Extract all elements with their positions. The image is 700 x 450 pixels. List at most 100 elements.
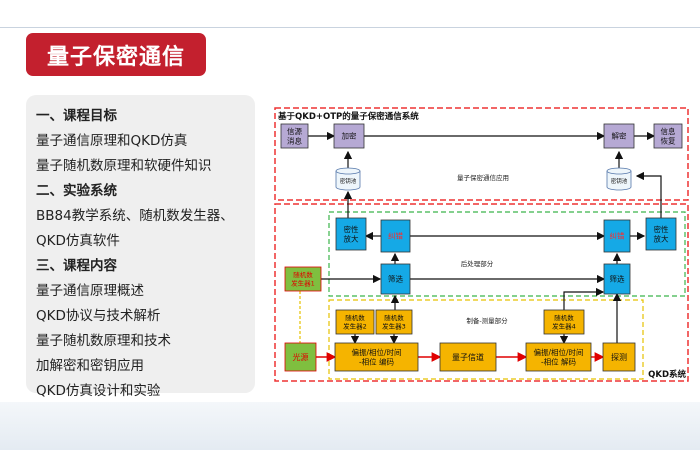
node-label: 探测 (611, 352, 627, 362)
outline-line-4: 二、实验系统 (36, 183, 117, 199)
outline-line-6: QKD仿真软件 (36, 233, 120, 249)
node-label: 随机数 (554, 313, 574, 322)
node-sift-left: 筛选 (380, 263, 411, 295)
node-label: 发生器2 (343, 322, 367, 331)
node-label: 消息 (287, 135, 302, 145)
node-label: 发生器1 (291, 279, 315, 288)
node-label: 量子信道 (452, 352, 484, 362)
node-shape (380, 219, 411, 253)
node-label: 光源 (293, 352, 309, 362)
node-label: 恢复 (661, 135, 676, 145)
node-label: 信息 (661, 126, 676, 136)
node-shape (603, 263, 631, 295)
node-label: 密性 (344, 224, 359, 234)
node-shape (333, 123, 365, 149)
node-shape-top (335, 167, 361, 175)
outline-line-2: 量子通信原理和QKD仿真 (36, 133, 188, 149)
prep-measure-frame (328, 299, 644, 380)
node-shape (645, 217, 677, 251)
node-label: 放大 (344, 233, 359, 243)
node-channel: 量子信道 (439, 342, 497, 372)
node-label: 加密 (342, 131, 357, 141)
node-label: 筛选 (610, 274, 625, 284)
outline-line-12: QKD仿真设计和实验 (36, 383, 161, 399)
node-label: 解密 (612, 131, 627, 141)
outline-line-8: 量子通信原理概述 (36, 283, 144, 299)
postprocess-frame (328, 211, 686, 297)
node-shape (375, 309, 413, 335)
node-label: 发生器3 (382, 322, 406, 331)
node-shape (602, 342, 636, 372)
node-label: 密性 (654, 224, 669, 234)
node-shape (525, 342, 592, 372)
otp-system-frame (274, 107, 689, 201)
outline-line-1: 一、课程目标 (36, 108, 117, 124)
node-shape (334, 342, 419, 372)
node-label: 纠错 (388, 231, 403, 241)
otp-app-label: 量子保密通信应用 (457, 173, 509, 182)
node-label: -相位 解码 (541, 356, 577, 366)
node-encrypt: 加密 (333, 123, 365, 149)
node-shape (380, 263, 411, 295)
node-shape (653, 123, 683, 149)
outline-line-10: 量子随机数原理和技术 (36, 333, 171, 349)
node-decode: 偏振/相位/时间-相位 解码 (525, 342, 592, 372)
footer-band (0, 402, 700, 450)
node-keypool-left: 密钥池 (335, 167, 361, 191)
node-label: 随机数 (293, 270, 313, 279)
node-light-source: 光源 (284, 342, 317, 372)
node-error-right: 纠错 (603, 219, 631, 253)
node-shape (603, 123, 635, 149)
qkd-system-label: QKD系统 (648, 369, 686, 380)
node-decrypt: 解密 (603, 123, 635, 149)
node-label: 密钥池 (340, 177, 357, 185)
node-label: 随机数 (384, 313, 404, 322)
node-label: 密钥池 (611, 177, 628, 185)
node-shape-top (606, 167, 632, 175)
node-label: 放大 (654, 233, 669, 243)
node-label: -相位 编码 (359, 356, 395, 366)
outline-line-3: 量子随机数原理和软硬件知识 (36, 158, 212, 174)
node-shape (335, 309, 375, 335)
node-detect: 探测 (602, 342, 636, 372)
node-label: 筛选 (388, 274, 403, 284)
node-shape (280, 123, 309, 149)
arrow-rng4-sift (563, 287, 605, 310)
node-shape (439, 342, 497, 372)
node-error-left: 纠错 (380, 219, 411, 253)
node-shape (284, 266, 322, 292)
node-label: 发生器4 (552, 322, 576, 331)
node-label: 偏振/相位/时间 (533, 347, 583, 357)
node-sift-right: 筛选 (603, 263, 631, 295)
node-label: 偏振/相位/时间 (351, 347, 401, 357)
header-divider (0, 27, 700, 28)
prep-measure-label: 制备-测量部分 (466, 316, 508, 325)
outline-panel (26, 95, 255, 393)
node-label: 纠错 (610, 231, 625, 241)
outline-line-7: 三、课程内容 (36, 258, 117, 274)
outline-line-9: QKD协议与技术解析 (36, 308, 161, 324)
outline-line-5: BB84教学系统、随机数发生器、 (36, 208, 234, 224)
node-encode: 偏振/相位/时间-相位 编码 (334, 342, 419, 372)
qkd-system-frame (274, 203, 689, 382)
node-label: 信源 (287, 126, 302, 136)
arrow-privacy-keypool-right (635, 171, 662, 218)
node-shape (606, 171, 632, 191)
node-shape (335, 217, 367, 251)
node-shape (335, 171, 361, 191)
node-shape (543, 309, 585, 335)
node-keypool-right: 密钥池 (606, 167, 632, 191)
post-process-label: 后处理部分 (461, 259, 494, 268)
node-shape (603, 219, 631, 253)
node-label: 随机数 (345, 313, 365, 322)
page-title: 量子保密通信 (26, 33, 206, 76)
